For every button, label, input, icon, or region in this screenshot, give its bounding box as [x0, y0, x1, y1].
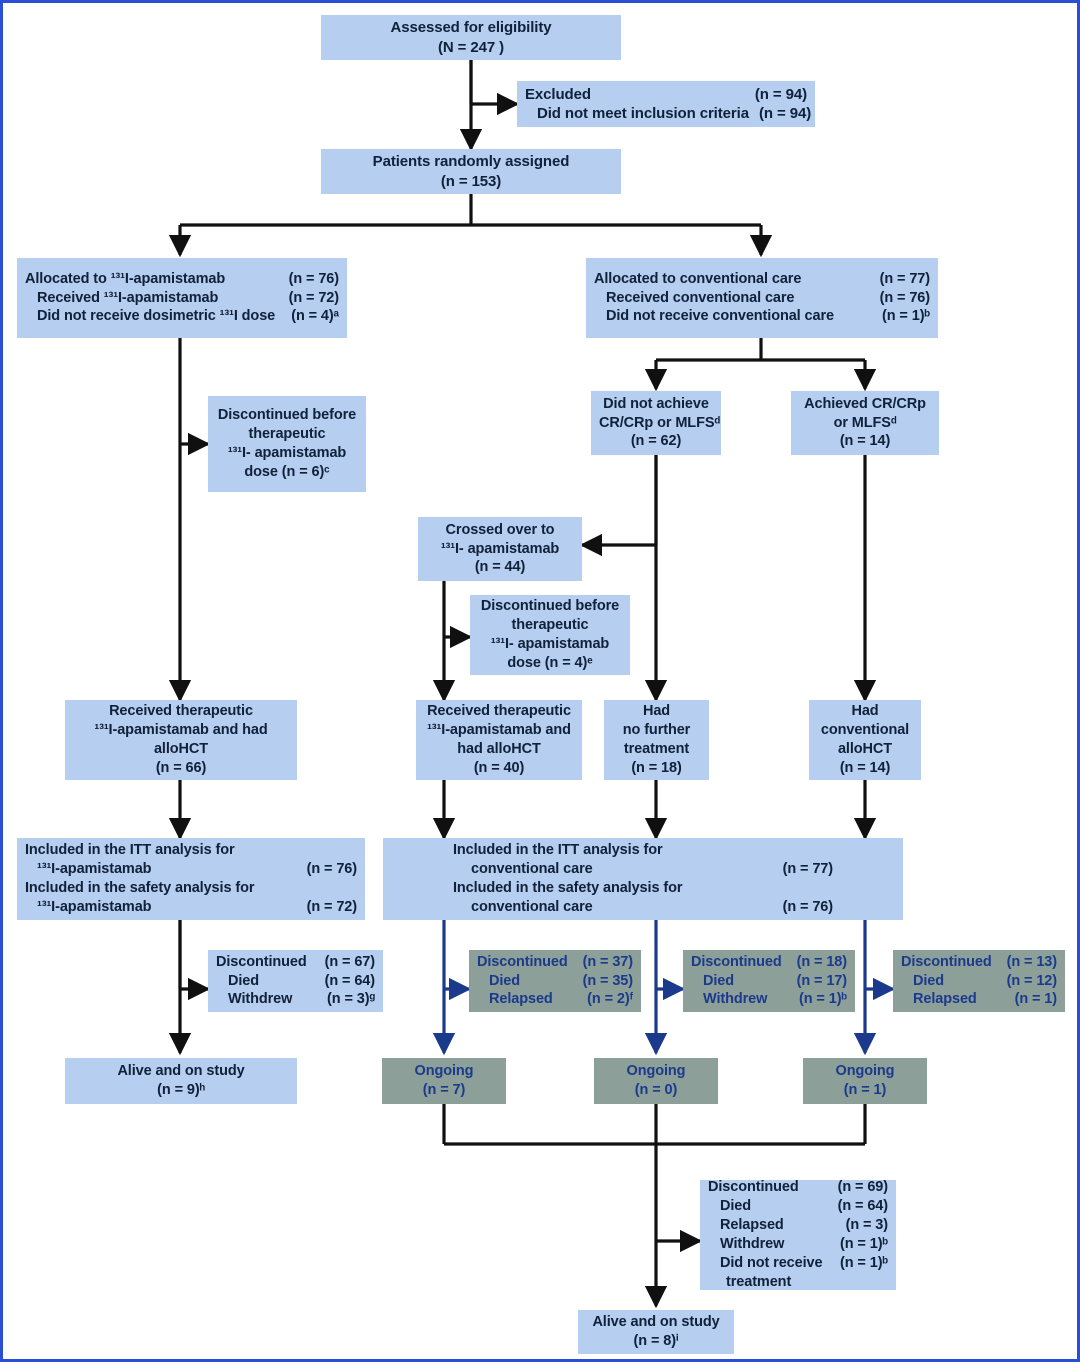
disc-g2-row-2: Withdrew (n = 1)ᵇ [703, 991, 847, 1008]
itt-conv-row-3: conventional care (n = 76) [471, 898, 833, 915]
disc-left-row-0: Discontinued (n = 67) [216, 953, 375, 970]
alloc-apam-row-2: Did not receive dosimetric ¹³¹I dose (n … [37, 308, 339, 325]
node-discontinued-bottom: Discontinued (n = 69) Died (n = 64) Rela… [700, 1179, 896, 1290]
node-itt-apamistamab: Included in the ITT analysis for ¹³¹I-ap… [17, 838, 365, 920]
node-achieved-cr: Achieved CR/CRp or MLFSᵈ (n = 14) [791, 391, 939, 455]
itt-apam-row-3: ¹³¹I-apamistamab (n = 72) [37, 898, 357, 915]
disc-bottom-row-0: Discontinued (n = 69) [708, 1179, 888, 1196]
disc-bottom-row-4: Did not receive (n = 1)ᵇ [720, 1254, 888, 1271]
node-no-further-treatment: Had no further treatment (n = 18) [604, 700, 709, 780]
disc-g3-row-1: Died (n = 12) [913, 972, 1057, 989]
disc-bottom-row-3: Withdrew (n = 1)ᵇ [720, 1236, 888, 1252]
assessed-line1: Assessed for eligibility [390, 19, 552, 36]
node-ongoing-3: Ongoing (n = 1) [803, 1058, 927, 1104]
alloc-apam-row-0: Allocated to ¹³¹I-apamistamab (n = 76) [25, 270, 339, 287]
itt-apam-row-1: ¹³¹I-apamistamab (n = 76) [37, 861, 357, 878]
itt-conv-row-1: conventional care (n = 77) [471, 861, 833, 878]
node-discontinued-left: Discontinued (n = 67) Died (n = 64) With… [208, 950, 383, 1012]
node-discontinued-green-2: Discontinued (n = 18) Died (n = 17) With… [683, 950, 855, 1012]
node-discontinued-green-1: Discontinued (n = 37) Died (n = 35) Rela… [469, 950, 641, 1012]
disc-bottom-row-1: Died (n = 64) [720, 1198, 888, 1215]
node-alive-on-study-left: Alive and on study (n = 9)ʰ [65, 1058, 297, 1104]
node-received-therapeutic-left: Received therapeutic ¹³¹I-apamistamab an… [65, 700, 297, 780]
disc-g2-row-0: Discontinued (n = 18) [691, 953, 847, 970]
node-patients-randomly-assigned: Patients randomly assigned (n = 153) [321, 149, 621, 194]
alloc-apam-row-1: Received ¹³¹I-apamistamab (n = 72) [37, 289, 339, 306]
disc-bottom-row-2: Relapsed (n = 3) [720, 1217, 888, 1234]
node-received-therapeutic-mid: Received therapeutic ¹³¹I-apamistamab an… [416, 700, 582, 780]
disc-left-row-1: Died (n = 64) [228, 972, 375, 989]
excluded-row-0: Excluded (n = 94) [525, 85, 807, 103]
node-allocated-conventional-care: Allocated to conventional care (n = 77) … [586, 258, 938, 338]
disc-g2-row-1: Died (n = 17) [703, 972, 847, 989]
itt-apam-row-0: Included in the ITT analysis for [25, 842, 235, 859]
node-conventional-allohct: Had conventional alloHCT (n = 14) [809, 700, 921, 780]
node-discontinued-before-therapeutic-e: Discontinued before therapeutic ¹³¹I- ap… [470, 595, 630, 675]
disc-g1-row-2: Relapsed (n = 2)ᶠ [489, 991, 633, 1008]
node-discontinued-green-3: Discontinued (n = 13) Died (n = 12) Rela… [893, 950, 1065, 1012]
node-excluded: Excluded (n = 94) Did not meet inclusion… [517, 81, 815, 127]
node-alive-on-study-bottom: Alive and on study (n = 8)ⁱ [578, 1310, 734, 1354]
node-discontinued-before-therapeutic-c: Discontinued before therapeutic ¹³¹I- ap… [208, 396, 366, 492]
node-did-not-achieve-cr: Did not achieve CR/CRp or MLFSᵈ (n = 62) [591, 391, 721, 455]
disc-g1-row-0: Discontinued (n = 37) [477, 953, 633, 970]
node-assessed-for-eligibility: Assessed for eligibility (N = 247 ) [321, 15, 621, 60]
disc-g1-row-1: Died (n = 35) [489, 972, 633, 989]
disc-g3-row-0: Discontinued (n = 13) [901, 953, 1057, 970]
excluded-row-1: Did not meet inclusion criteria (n = 94) [537, 105, 812, 122]
alloc-conv-row-2: Did not receive conventional care (n = 1… [606, 308, 930, 325]
node-ongoing-1: Ongoing (n = 7) [382, 1058, 506, 1104]
node-crossed-over: Crossed over to ¹³¹I- apamistamab (n = 4… [418, 517, 582, 581]
disc-left-row-2: Withdrew (n = 3)ᵍ [228, 991, 375, 1008]
alloc-conv-row-0: Allocated to conventional care (n = 77) [594, 270, 930, 287]
assessed-line2: (N = 247 ) [437, 38, 505, 56]
alloc-conv-row-1: Received conventional care (n = 76) [606, 289, 930, 306]
node-ongoing-2: Ongoing (n = 0) [594, 1058, 718, 1104]
itt-conv-row-0: Included in the ITT analysis for [453, 842, 663, 859]
itt-apam-row-2: Included in the safety analysis for [25, 880, 255, 896]
node-allocated-apamistamab: Allocated to ¹³¹I-apamistamab (n = 76) R… [17, 258, 347, 338]
itt-conv-row-2: Included in the safety analysis for [453, 880, 683, 896]
node-itt-conventional-care: Included in the ITT analysis for convent… [383, 838, 903, 920]
connector-layer [168, 60, 896, 1309]
disc-g3-row-2: Relapsed (n = 1) [913, 991, 1057, 1008]
disc-bottom-row-5: treatment [726, 1273, 792, 1290]
